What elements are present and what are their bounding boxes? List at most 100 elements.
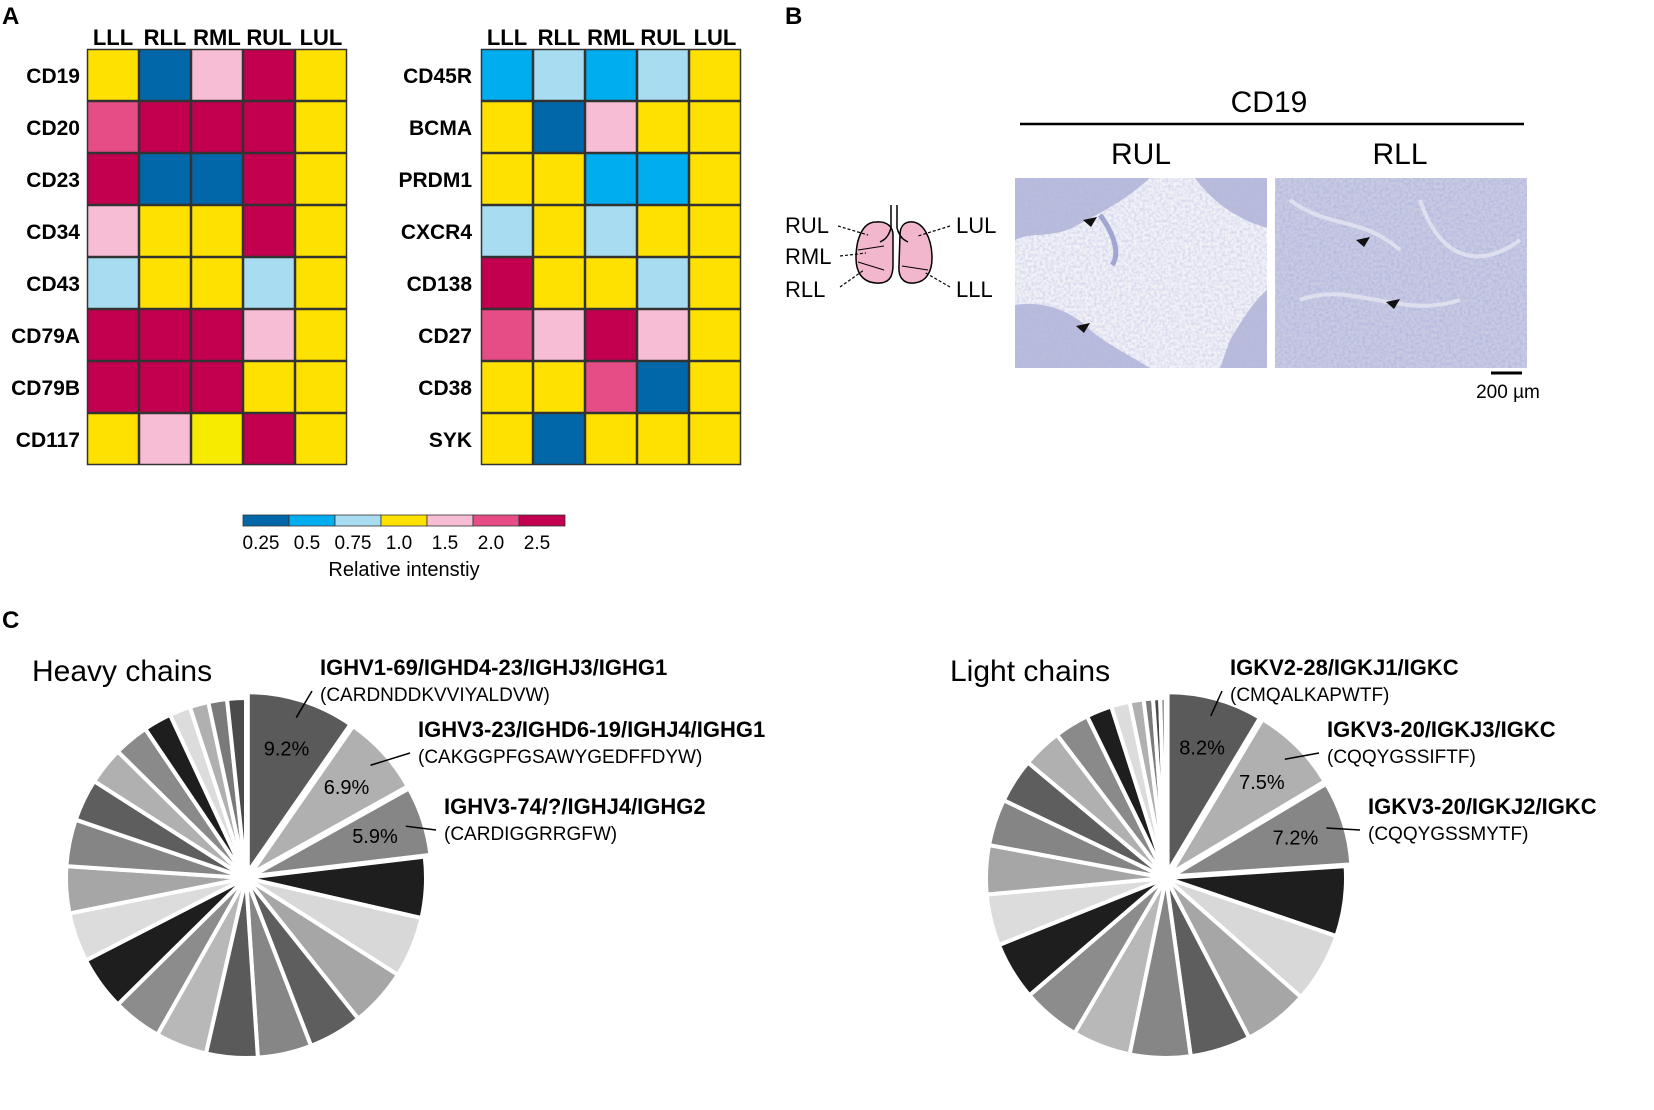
heatmap-row-label: CD138 — [407, 273, 473, 296]
heatmap-cell — [480, 360, 534, 414]
heatmap-col-label: RML — [193, 25, 241, 50]
pie-light-chains: 8.2%IGKV2-28/IGKJ1/IGKC(CMQALKAPWTF)7.5%… — [984, 655, 1597, 1060]
pie-slice-percent: 9.2% — [264, 739, 310, 761]
heatmap-cell — [86, 48, 140, 102]
heatmap-cell — [480, 204, 534, 258]
heatmap-cell — [532, 204, 586, 258]
heatmap-row-label: CD27 — [418, 325, 472, 348]
heatmap-cell — [242, 412, 296, 466]
pie-cdr3-label: (CARDIGGRRGFW) — [444, 824, 617, 845]
heatmap-cell — [138, 48, 192, 102]
heatmap-cell — [584, 100, 638, 154]
heatmap-cell — [636, 100, 690, 154]
lung-label-lll: LLL — [956, 277, 993, 302]
heatmap-cell — [688, 152, 742, 206]
pie-cdr3-label: (CAKGGPFGSAWYGEDFFDYW) — [418, 747, 702, 768]
heatmap-cell — [636, 256, 690, 310]
colorbar-tick: 2.0 — [478, 533, 504, 554]
heatmap-row-label: CD117 — [16, 429, 80, 452]
pie-title-light: Light chains — [950, 655, 1110, 688]
heatmap-row-label: PRDM1 — [398, 169, 472, 192]
scale-bar-label: 200 µm — [1476, 382, 1540, 403]
colorbar-segment — [472, 514, 520, 527]
heatmap-cell — [532, 412, 586, 466]
colorbar-segment — [242, 514, 290, 527]
heatmap-cell — [480, 100, 534, 154]
heatmap-cell — [242, 256, 296, 310]
right-lung-shape — [855, 221, 894, 284]
heatmap-row-label: CD34 — [26, 221, 80, 244]
colorbar-segment — [380, 514, 428, 527]
heatmap-cell — [294, 308, 348, 362]
heatmap-cell — [86, 152, 140, 206]
heatmap-row-label: CD20 — [26, 117, 80, 140]
heatmap-cell — [532, 48, 586, 102]
pie-slice — [245, 690, 353, 875]
heatmap-col-label: RUL — [246, 25, 291, 50]
heatmap-cell — [138, 204, 192, 258]
heatmap-row-label: CD23 — [26, 169, 80, 192]
heatmap-cell — [138, 152, 192, 206]
panel-label-c: C — [2, 607, 19, 634]
heatmap-cell — [584, 412, 638, 466]
heatmap-cell — [190, 48, 244, 102]
heatmap-cell — [138, 412, 192, 466]
pie-leader-line — [405, 825, 437, 831]
lung-label-rml: RML — [785, 244, 831, 269]
heatmap-cell — [532, 308, 586, 362]
heatmap-cell — [294, 360, 348, 414]
heatmap-col-label: RLL — [144, 25, 187, 50]
colorbar-label: Relative intenstiy — [328, 559, 479, 581]
panel-label-a: A — [2, 3, 19, 30]
heatmap-col-label: LUL — [694, 25, 737, 50]
heatmap-row-label: CD19 — [26, 65, 80, 88]
heatmap-cell — [480, 412, 534, 466]
pie-leader-line — [1284, 752, 1320, 760]
heatmap-col-label: RLL — [538, 25, 581, 50]
micrograph-rul — [1015, 178, 1267, 368]
pie-slice — [1165, 690, 1262, 875]
heatmap-row-label: CXCR4 — [401, 221, 473, 244]
colorbar-segment — [334, 514, 382, 527]
heatmap-cell — [584, 48, 638, 102]
heatmap-cell — [190, 412, 244, 466]
heatmap-col-label: LUL — [300, 25, 343, 50]
ihc-marker-title: CD19 — [1231, 86, 1308, 119]
heatmap-cell — [294, 256, 348, 310]
pie-gene-label: IGHV3-74/?/IGHJ4/IGHG2 — [444, 794, 706, 819]
heatmap-cell — [138, 100, 192, 154]
heatmap-cell — [688, 412, 742, 466]
heatmap-cell — [584, 308, 638, 362]
lung-label-rll: RLL — [785, 277, 825, 302]
heatmap-cell — [138, 360, 192, 414]
pie-leader-line — [1326, 827, 1361, 831]
heatmap-cell — [294, 412, 348, 466]
ihc-lobe-label-rll: RLL — [1372, 138, 1427, 171]
pie-slice-percent: 6.9% — [324, 777, 370, 799]
heatmap-cell — [138, 256, 192, 310]
heatmap-row-label: BCMA — [409, 117, 472, 140]
heatmap-cell — [242, 152, 296, 206]
heatmap-cell — [584, 256, 638, 310]
micrograph-rll — [1275, 178, 1527, 368]
colorbar-segment — [426, 514, 474, 527]
heatmap-cell — [138, 308, 192, 362]
pie-cdr3-label: (CMQALKAPWTF) — [1230, 685, 1389, 706]
pie-heavy-chains: 9.2%IGHV1-69/IGHD4-23/IGHJ3/IGHG1(CARDND… — [64, 655, 765, 1060]
panel-label-b: B — [785, 3, 802, 30]
heatmap-cell — [242, 48, 296, 102]
heatmap-col-label: RML — [587, 25, 635, 50]
heatmap-row-label: CD45R — [403, 65, 472, 88]
heatmap-cell — [688, 256, 742, 310]
heatmap-cell — [86, 412, 140, 466]
pie-slice — [1158, 696, 1168, 880]
heatmap-row-label: SYK — [429, 429, 472, 452]
colorbar-tick: 1.5 — [432, 533, 458, 554]
pie-gene-label: IGHV1-69/IGHD4-23/IGHJ3/IGHG1 — [320, 655, 667, 680]
pie-slice-percent: 5.9% — [352, 826, 398, 848]
heatmap-cell — [636, 308, 690, 362]
heatmap-cell — [584, 204, 638, 258]
heatmap-cell — [688, 360, 742, 414]
heatmap-row-label: CD79A — [11, 325, 80, 348]
